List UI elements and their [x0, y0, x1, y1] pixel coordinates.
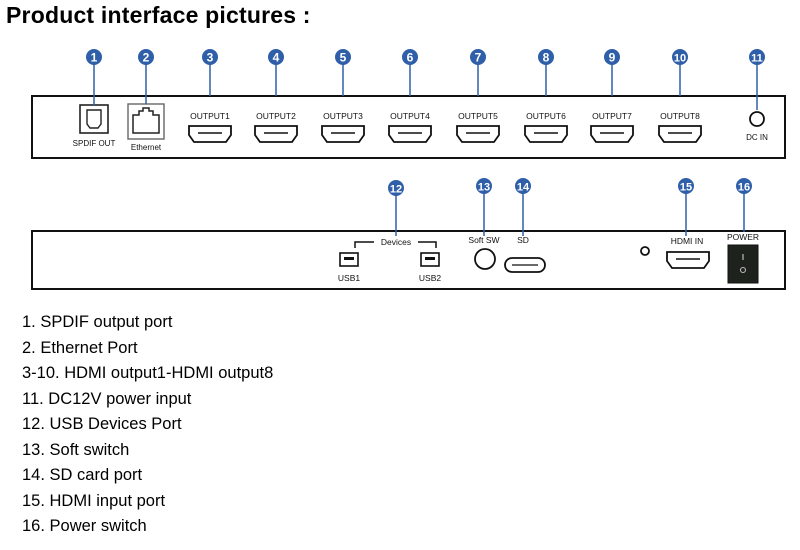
- callout-number: 14: [517, 182, 530, 194]
- callout-marker-12: 12: [388, 180, 404, 236]
- legend-item: 16. Power switch: [22, 517, 147, 535]
- power-label: POWER: [727, 232, 759, 242]
- page-title: Product interface pictures :: [6, 2, 311, 28]
- dc-in-label: DC IN: [746, 133, 768, 142]
- hdmi-output-port: [524, 125, 568, 143]
- callout-marker-1: 1: [86, 49, 102, 106]
- hdmi-output-port: [188, 125, 232, 143]
- hdmi-output-port: [658, 125, 702, 143]
- callout-marker-5: 5: [335, 49, 351, 96]
- callout-number: 3: [207, 51, 214, 65]
- devices-label: Devices: [381, 237, 411, 247]
- power-switch: [727, 244, 759, 284]
- callout-number: 12: [390, 184, 402, 196]
- hdmi-output-port: [388, 125, 432, 143]
- legend-item: 3-10. HDMI output1-HDMI output8: [22, 364, 274, 382]
- callout-number: 8: [543, 51, 550, 65]
- usb1-label: USB1: [338, 273, 360, 283]
- hdmi-output-port: [590, 125, 634, 143]
- sd-card-slot: [504, 257, 546, 273]
- hdmi-output-label: OUTPUT5: [458, 111, 498, 121]
- callout-number: 6: [407, 51, 414, 65]
- usb1-port: [339, 252, 359, 267]
- hdmi-output-label: OUTPUT6: [526, 111, 566, 121]
- callout-number: 15: [680, 182, 692, 194]
- callout-marker-7: 7: [470, 49, 486, 96]
- legend-item: 12. USB Devices Port: [22, 415, 182, 433]
- callout-marker-2: 2: [138, 49, 154, 104]
- hdmi-in-port: [666, 251, 710, 269]
- back-panel: [31, 230, 786, 290]
- legend-item: 11. DC12V power input: [22, 389, 192, 408]
- ethernet-label: Ethernet: [131, 143, 162, 152]
- indicator-hole: [640, 246, 650, 256]
- interface-diagram: SPDIF OUT Ethernet OUTPUT1 OUTPUT2 OUTPUT3 OU…: [31, 49, 786, 290]
- callout-marker-9: 9: [604, 49, 620, 96]
- hdmi-output-port: [456, 125, 500, 143]
- spdif-out-label: SPDIF OUT: [73, 139, 116, 148]
- hdmi-output-label: OUTPUT8: [660, 111, 700, 121]
- soft-switch-label: Soft SW: [468, 235, 499, 245]
- callout-number: 7: [475, 51, 482, 65]
- legend-item: 2. Ethernet Port: [22, 338, 138, 357]
- hdmi-output-label: OUTPUT1: [190, 111, 230, 121]
- legend-item: 1. SPDIF output port: [22, 313, 173, 331]
- callout-marker-6: 6: [402, 49, 418, 96]
- callout-marker-16: 16: [736, 178, 752, 232]
- callout-marker-10: 10: [672, 49, 688, 96]
- hdmi-output-label: OUTPUT3: [323, 111, 363, 121]
- callout-number: 1: [91, 51, 98, 65]
- soft-switch-button: [474, 248, 496, 270]
- callout-number: 10: [674, 53, 686, 65]
- callout-marker-11: 11: [749, 49, 765, 110]
- callout-number: 13: [478, 182, 490, 194]
- hdmi-output-port: [321, 125, 365, 143]
- dc-in-port: [749, 111, 765, 127]
- sd-label: SD: [517, 235, 529, 245]
- hdmi-output-port: [254, 125, 298, 143]
- callout-number: 4: [273, 51, 280, 65]
- legend-item: 13. Soft switch: [22, 440, 130, 459]
- callout-marker-14: 14: [515, 178, 531, 236]
- usb2-port: [420, 252, 440, 267]
- callout-marker-8: 8: [538, 49, 554, 96]
- callout-marker-3: 3: [202, 49, 218, 96]
- hdmi-output-label: OUTPUT4: [390, 111, 430, 121]
- callout-number: 5: [340, 51, 347, 65]
- hdmi-output-label: OUTPUT7: [592, 111, 632, 121]
- usb2-label: USB2: [419, 273, 441, 283]
- callout-number: 9: [609, 51, 616, 65]
- usb-devices-group: [354, 241, 437, 248]
- hdmi-output-label: OUTPUT2: [256, 111, 296, 121]
- callout-number: 2: [143, 51, 150, 65]
- callout-marker-15: 15: [678, 178, 694, 236]
- callout-marker-4: 4: [268, 49, 284, 96]
- callout-number: 11: [751, 53, 763, 65]
- hdmi-in-label: HDMI IN: [671, 236, 704, 246]
- legend-item: 15. HDMI input port: [22, 491, 166, 510]
- callout-marker-13: 13: [476, 178, 492, 236]
- callout-number: 16: [738, 182, 750, 194]
- port-legend: 1. SPDIF output port 2. Ethernet Port 3-…: [22, 310, 273, 540]
- legend-item: 14. SD card port: [22, 466, 143, 484]
